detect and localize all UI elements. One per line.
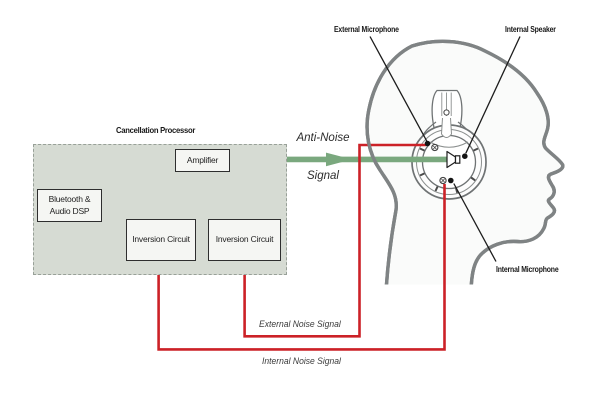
bluetooth-audio-dsp-box: Bluetooth & Audio DSP	[37, 189, 102, 222]
inversion-circuit-left-label: Inversion Circuit	[132, 234, 190, 245]
head-outline-overlay	[365, 39, 565, 285]
inversion-circuit-left-box: Inversion Circuit	[126, 219, 196, 261]
anti-noise-label-line1: Anti-Noise	[296, 132, 350, 144]
panel-title: Cancellation Processor	[116, 125, 196, 135]
dsp-label-line1: Bluetooth &	[48, 194, 91, 204]
anti-noise-label-line2: Signal	[307, 170, 339, 182]
speaker-icon	[446, 150, 461, 169]
internal-mic-dot-icon	[448, 177, 454, 184]
internal-speaker-label: Internal Speaker	[505, 25, 556, 34]
amplifier-box: Amplifier	[175, 149, 230, 172]
yoke-pivot-screw-icon	[443, 109, 450, 116]
external-mic-dot-icon	[424, 140, 431, 147]
amplifier-label: Amplifier	[186, 154, 219, 165]
internal-microphone-leader-line	[453, 183, 497, 262]
dsp-label-line2: Audio DSP	[49, 205, 90, 216]
callout-leader-lines	[369, 36, 521, 262]
external-microphone-leader-line	[369, 36, 428, 142]
screw-icon	[431, 143, 439, 152]
external-microphone-label: External Microphone	[334, 25, 399, 34]
screw-icon	[439, 176, 447, 185]
internal-speaker-dot-icon	[462, 153, 468, 159]
internal-microphone-label: Internal Microphone	[496, 265, 559, 274]
inversion-circuit-right-box: Inversion Circuit	[208, 219, 281, 261]
green-arrowhead-icon	[326, 152, 352, 167]
internal-noise-signal-label: Internal Noise Signal	[262, 356, 341, 366]
external-noise-signal-label: External Noise Signal	[259, 319, 341, 329]
internal-speaker-leader-line	[465, 36, 521, 154]
inversion-circuit-right-label: Inversion Circuit	[215, 234, 274, 245]
